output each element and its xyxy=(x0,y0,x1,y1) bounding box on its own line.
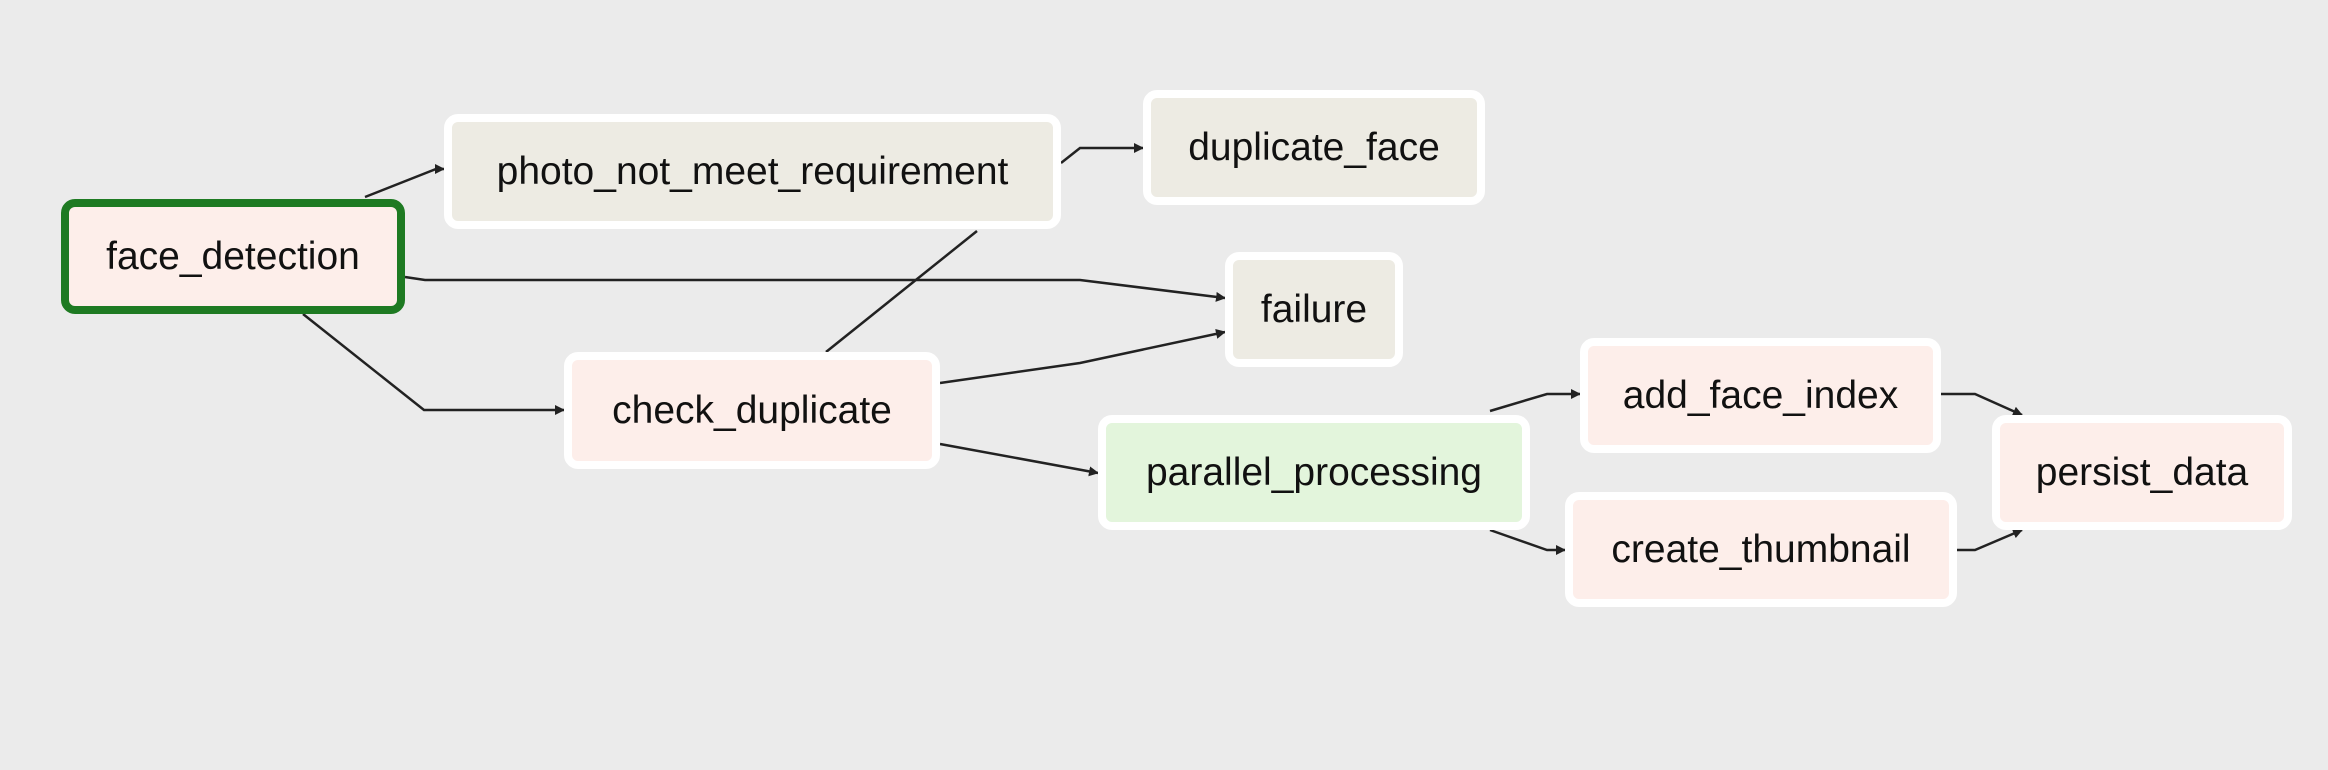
node-duplicate-face[interactable]: duplicate_face xyxy=(1143,90,1485,205)
node-create-thumbnail[interactable]: create_thumbnail xyxy=(1565,492,1957,607)
edge-check_duplicate-duplicate_face xyxy=(825,230,978,353)
node-label: face_detection xyxy=(106,234,360,278)
edge-check_duplicate-parallel_processing xyxy=(939,442,1099,477)
edge-parallel_processing-add_face_index xyxy=(1489,389,1581,413)
node-label: duplicate_face xyxy=(1188,125,1440,169)
node-label: photo_not_meet_requirement xyxy=(496,149,1009,193)
node-check-duplicate[interactable]: check_duplicate xyxy=(564,352,940,469)
edge-parallel_processing-create_thumbnail xyxy=(1489,528,1566,555)
node-failure[interactable]: failure xyxy=(1225,252,1403,367)
edge-check_duplicate-failure xyxy=(939,328,1226,385)
edge-photo_not_meet_requirement-duplicate_face xyxy=(1060,143,1144,164)
node-label: add_face_index xyxy=(1622,373,1899,417)
node-label: create_thumbnail xyxy=(1611,527,1911,571)
node-add-face-index[interactable]: add_face_index xyxy=(1580,338,1941,453)
node-label: parallel_processing xyxy=(1145,450,1483,494)
node-label: check_duplicate xyxy=(612,388,892,432)
edge-face_detection-check_duplicate xyxy=(302,313,565,415)
edge-create_thumbnail-persist_data xyxy=(1957,528,2023,552)
edge-face_detection-failure xyxy=(404,275,1226,302)
node-label: persist_data xyxy=(2035,450,2249,494)
node-label: failure xyxy=(1260,287,1368,331)
node-parallel-processing[interactable]: parallel_processing xyxy=(1098,415,1530,530)
node-face-detection[interactable]: face_detection xyxy=(61,199,405,314)
edge-add_face_index-persist_data xyxy=(1941,392,2023,417)
node-persist-data[interactable]: persist_data xyxy=(1992,415,2292,530)
node-photo-not-meet-requirement[interactable]: photo_not_meet_requirement xyxy=(444,114,1061,229)
edge-face_detection-photo_not_meet_requirement xyxy=(364,164,445,199)
